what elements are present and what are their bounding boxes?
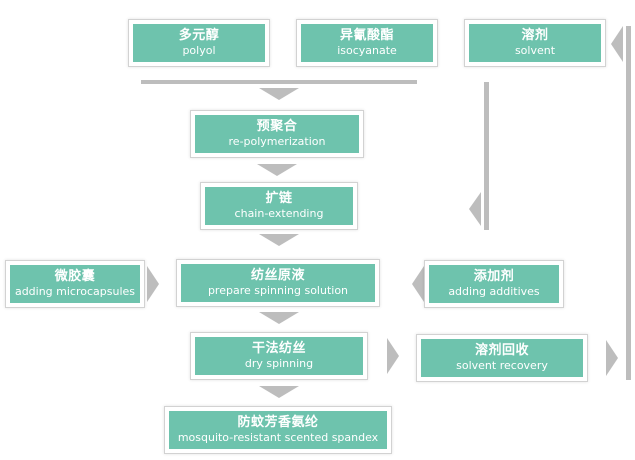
polyol-label: 多元醇 — [178, 27, 220, 43]
additives-label-en: adding additives — [448, 284, 540, 298]
chain-extending-label-en: chain-extending — [234, 206, 324, 220]
product-label-en: mosquito-resistant scented spandex — [177, 430, 379, 444]
solvent-recovery-label-en: solvent recovery — [456, 358, 548, 372]
down-arrow-icon — [259, 234, 299, 246]
isocyanate-label: 异氰酸酯 — [339, 27, 394, 43]
spinning-solution-box: 纺丝原液 prepare spinning solution — [176, 259, 380, 307]
solvent-box: 溶剂 solvent — [464, 19, 606, 67]
down-arrow-icon — [259, 386, 299, 398]
spinning-solution-label-en: prepare spinning solution — [207, 283, 349, 297]
right-arrow-icon — [147, 266, 159, 302]
dry-spinning-label: 干法纺丝 — [251, 340, 306, 356]
left-arrow-icon — [412, 266, 424, 302]
chain-extending-box: 扩链 chain-extending — [200, 182, 358, 230]
solvent-recovery-box: 溶剂回收 solvent recovery — [416, 334, 588, 382]
left-arrow-icon — [469, 192, 481, 226]
right-arrow-icon — [606, 340, 618, 376]
prepolymerization-label: 预聚合 — [256, 118, 298, 134]
right-arrow-icon — [387, 338, 399, 374]
isocyanate-box: 异氰酸酯 isocyanate — [296, 19, 438, 67]
down-arrow-icon — [259, 88, 299, 100]
isocyanate-label-en: isocyanate — [337, 43, 397, 57]
microcapsules-box: 微胶囊 adding microcapsules — [5, 260, 145, 308]
polyol-box: 多元醇 polyol — [128, 19, 270, 67]
spinning-solution-label: 纺丝原液 — [250, 267, 305, 283]
microcapsules-label: 微胶囊 — [54, 268, 96, 284]
product-box: 防蚊芳香氨纶 mosquito-resistant scented spande… — [164, 406, 392, 454]
merge-bar — [141, 80, 417, 84]
left-arrow-icon — [611, 26, 623, 62]
solvent-feed-bar — [484, 82, 489, 230]
polyol-label-en: polyol — [182, 43, 216, 57]
microcapsules-label-en: adding microcapsules — [14, 284, 136, 298]
down-arrow-icon — [259, 312, 299, 324]
solvent-label: 溶剂 — [521, 27, 549, 43]
dry-spinning-label-en: dry spinning — [244, 356, 314, 370]
down-arrow-icon — [257, 164, 297, 176]
prepolymerization-label-en: re-polymerization — [228, 134, 326, 148]
solvent-label-en: solvent — [514, 43, 556, 57]
recycle-bar — [626, 26, 631, 380]
chain-extending-label: 扩链 — [265, 190, 293, 206]
additives-label: 添加剂 — [473, 268, 515, 284]
dry-spinning-box: 干法纺丝 dry spinning — [190, 332, 368, 380]
additives-box: 添加剂 adding additives — [424, 260, 564, 308]
prepolymerization-box: 预聚合 re-polymerization — [190, 110, 364, 158]
product-label: 防蚊芳香氨纶 — [237, 414, 319, 430]
solvent-recovery-label: 溶剂回收 — [474, 342, 529, 358]
